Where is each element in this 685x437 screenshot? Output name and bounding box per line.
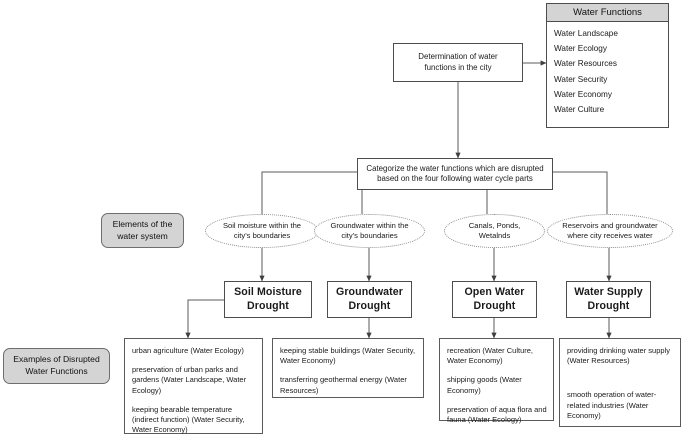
water-function-item[interactable]: Water Culture xyxy=(554,105,605,115)
water-function-item[interactable]: Water Resources xyxy=(554,59,617,69)
categorize-node[interactable]: Categorize the water functions which are… xyxy=(357,158,553,190)
example-item: smooth operation of water-related indust… xyxy=(567,390,657,420)
drought-open-water[interactable]: Open Water Drought xyxy=(452,281,537,318)
drought-label: Open Water Drought xyxy=(464,285,525,312)
water-functions-title: Water Functions xyxy=(547,4,668,22)
side-label-examples-text: Examples of Disrupted Water Functions xyxy=(13,354,100,376)
side-label-examples: Examples of Disrupted Water Functions xyxy=(3,348,110,384)
drought-water-supply[interactable]: Water Supply Drought xyxy=(566,281,651,318)
example-item: transferring geothermal energy (Water Re… xyxy=(280,375,407,395)
examples-box-groundwater: keeping stable buildings (Water Security… xyxy=(272,338,424,398)
drought-label: Water Supply Drought xyxy=(574,285,643,312)
example-item: urban agriculture (Water Ecology) xyxy=(132,346,244,355)
categorize-node-label: Categorize the water functions which are… xyxy=(366,163,544,184)
cycle-part-groundwater[interactable]: Groundwater within the city's boundaries xyxy=(314,214,425,248)
water-functions-panel: Water Functions Water Landscape Water Ec… xyxy=(546,3,669,128)
cycle-part-label: Reservoirs and groundwater where city re… xyxy=(562,220,658,240)
cycle-part-soil-moisture[interactable]: Soil moisture within the city's boundari… xyxy=(205,214,319,248)
example-item: providing drinking water supply (Water R… xyxy=(567,346,670,366)
example-item: preservation of urban parks and gardens … xyxy=(132,365,247,395)
water-function-item[interactable]: Water Security xyxy=(554,74,608,84)
example-item: keeping stable buildings (Water Security… xyxy=(280,346,416,366)
example-item: preservation of aqua flora and fauna (Wa… xyxy=(447,404,547,424)
side-label-elements-text: Elements of the water system xyxy=(112,218,173,241)
cycle-part-reservoirs[interactable]: Reservoirs and groundwater where city re… xyxy=(547,214,673,248)
drought-label: Soil Moisture Drought xyxy=(234,285,302,312)
drought-label: Groundwater Drought xyxy=(335,285,404,312)
example-item: recreation (Water Culture, Water Economy… xyxy=(447,346,534,366)
cycle-part-label: Groundwater within the city's boundaries xyxy=(330,220,409,240)
cycle-part-label: Canals, Ponds, Wetalnds xyxy=(468,220,521,240)
examples-box-soil-moisture: urban agriculture (Water Ecology) preser… xyxy=(124,338,263,434)
root-node[interactable]: Determination of water functions in the … xyxy=(393,43,523,82)
water-function-item[interactable]: Water Ecology xyxy=(554,44,607,54)
drought-soil-moisture[interactable]: Soil Moisture Drought xyxy=(224,281,312,318)
examples-box-water-supply: providing drinking water supply (Water R… xyxy=(559,338,681,427)
water-function-item[interactable]: Water Landscape xyxy=(554,29,618,39)
examples-box-open-water: recreation (Water Culture, Water Economy… xyxy=(439,338,554,424)
root-node-label: Determination of water functions in the … xyxy=(418,52,498,72)
example-item: shipping goods (Water Economy) xyxy=(447,375,522,395)
example-item: keeping bearable temperature (indirect f… xyxy=(132,404,245,435)
cycle-part-open-water[interactable]: Canals, Ponds, Wetalnds xyxy=(444,214,545,248)
drought-groundwater[interactable]: Groundwater Drought xyxy=(327,281,412,318)
cycle-part-label: Soil moisture within the city's boundari… xyxy=(222,220,302,240)
side-label-elements: Elements of the water system xyxy=(101,213,184,248)
water-function-item[interactable]: Water Economy xyxy=(554,89,612,99)
water-functions-list: Water Landscape Water Ecology Water Reso… xyxy=(547,22,668,120)
